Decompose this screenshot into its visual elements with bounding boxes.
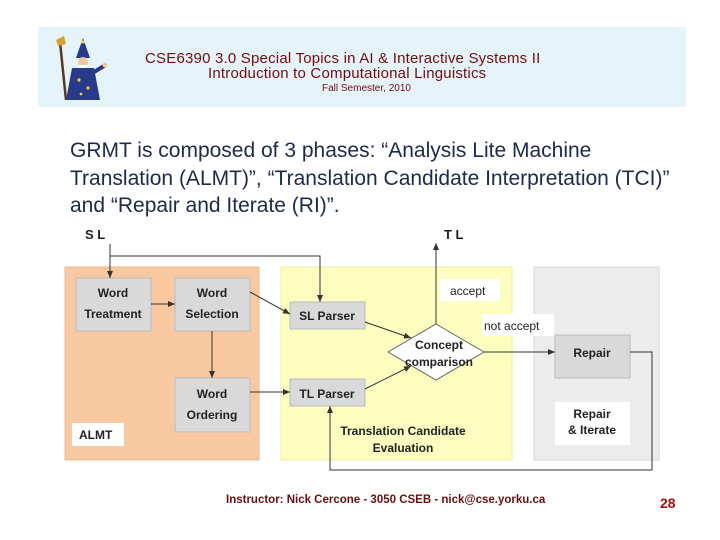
word-ordering-line1: Word [197, 387, 227, 401]
tce-line1: Translation Candidate [340, 424, 466, 438]
accept-label: accept [450, 284, 486, 298]
tce-label-box [337, 421, 469, 459]
instructor-footer: Instructor: Nick Cercone - 3050 CSEB - n… [226, 494, 546, 506]
sl-label: S L [85, 227, 105, 242]
word-ordering-line2: Ordering [187, 408, 238, 422]
tl-parser-box [289, 378, 366, 407]
accept-label-box [440, 279, 500, 301]
wizard-mascot-icon [56, 36, 108, 101]
course-title: CSE6390 3.0 Special Topics in AI & Inter… [145, 50, 541, 67]
repair-iterate-line2: & Iterate [568, 423, 616, 437]
word-treatment-box [75, 277, 152, 332]
course-subtitle: Introduction to Computational Linguistic… [208, 65, 487, 82]
sl-parser-label: SL Parser [299, 309, 355, 323]
concept-line2: comparison [405, 355, 473, 369]
almt-label-box [72, 423, 124, 446]
slide-body-text: GRMT is composed of 3 phases: “Analysis … [70, 139, 670, 217]
tl-parser-label: TL Parser [299, 387, 354, 401]
word-selection-line1: Word [197, 286, 227, 300]
grmt-diagram: S L T L Word Treatment Word Selection Wo… [64, 227, 660, 471]
word-treatment-line1: Word [98, 286, 128, 300]
tl-label: T L [444, 227, 464, 242]
semester-label: Fall Semester, 2010 [322, 83, 411, 94]
word-selection-line2: Selection [185, 307, 238, 321]
repair-iterate-line1: Repair [573, 407, 611, 421]
not-accept-label-box [482, 314, 554, 336]
repair-label: Repair [573, 346, 611, 360]
word-ordering-box [174, 377, 251, 433]
not-accept-label: not accept [484, 319, 540, 333]
sl-parser-box [289, 301, 366, 330]
flow-arrows [107, 243, 653, 471]
repair-box [554, 334, 631, 379]
tce-line2: Evaluation [373, 441, 434, 455]
slide-header-banner [38, 27, 686, 107]
almt-label: ALMT [79, 428, 113, 442]
repair-iterate-box [555, 402, 630, 445]
word-treatment-line2: Treatment [84, 307, 141, 321]
concept-line1: Concept [415, 338, 463, 352]
page-number: 28 [660, 495, 676, 511]
concept-comparison-diamond [387, 323, 485, 381]
